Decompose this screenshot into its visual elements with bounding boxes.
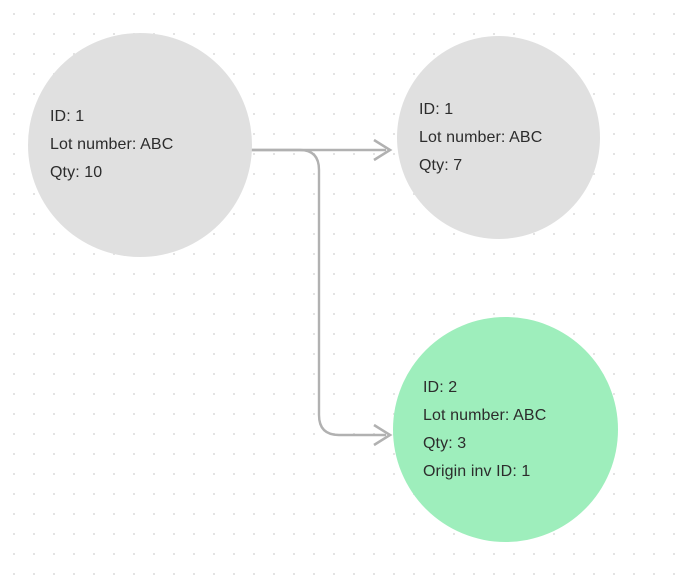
graph-node-inventory-1[interactable]: ID: 1 Lot number: ABC Qty: 10 <box>28 33 252 257</box>
node-2-line-lot: Lot number: ABC <box>419 128 543 146</box>
node-3-text: ID: 2 Lot number: ABC Qty: 3 Origin inv … <box>393 374 618 486</box>
node-1-line-lot: Lot number: ABC <box>50 136 174 153</box>
node-3-line-lot: Lot number: ABC <box>423 406 547 424</box>
graph-node-inventory-2[interactable]: ID: 1 Lot number: ABC Qty: 7 <box>397 36 600 239</box>
edge-node1-to-node2 <box>250 138 393 162</box>
graph-node-inventory-3[interactable]: ID: 2 Lot number: ABC Qty: 3 Origin inv … <box>393 317 618 542</box>
node-2-line-id: ID: 1 <box>419 100 454 118</box>
edge-node1-to-node3 <box>250 148 393 447</box>
node-3-line-id: ID: 2 <box>423 378 458 396</box>
node-3-line-origin-id: Origin inv ID: 1 <box>423 462 531 480</box>
arrowhead-icon <box>373 138 393 162</box>
node-1-line-qty: Qty: 10 <box>50 164 103 181</box>
node-3-line-qty: Qty: 3 <box>423 434 467 452</box>
node-2-text: ID: 1 Lot number: ABC Qty: 7 <box>397 96 600 180</box>
arrowhead-icon <box>373 423 393 447</box>
node-1-line-id: ID: 1 <box>50 108 85 125</box>
node-1-text: ID: 1 Lot number: ABC Qty: 10 <box>28 103 252 187</box>
node-2-line-qty: Qty: 7 <box>419 156 463 174</box>
